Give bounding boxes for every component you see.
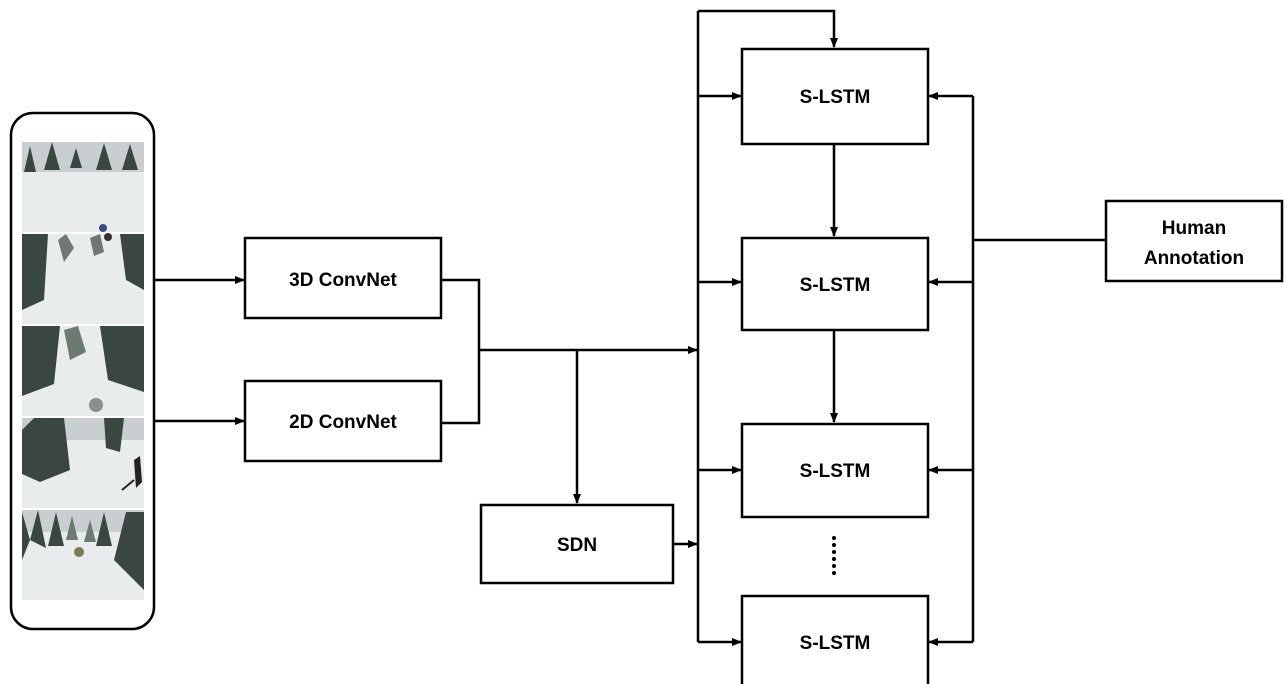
video-frame: [22, 233, 144, 324]
node-human-annotation: Human Annotation: [1104, 199, 1284, 283]
label-human: Human: [1162, 218, 1226, 239]
video-frame: [22, 418, 144, 508]
label-3d-convnet: 3D ConvNet: [289, 270, 397, 291]
ellipsis-dots: [832, 536, 836, 575]
arrow-bus-to-top: [698, 9, 838, 48]
video-frame: [22, 142, 144, 232]
node-2d-convnet: 2D ConvNet: [243, 379, 443, 463]
node-s-lstm-2: S-LSTM: [740, 236, 930, 332]
video-frame: [22, 510, 144, 600]
merge-bracket: [441, 278, 481, 425]
video-frames-panel: [9, 111, 156, 631]
node-sdn: SDN: [479, 503, 675, 585]
label-s-lstm-2: S-LSTM: [800, 275, 871, 296]
label-s-lstm-1: S-LSTM: [800, 87, 871, 108]
label-annotation: Annotation: [1144, 248, 1244, 269]
node-s-lstm-3: S-LSTM: [740, 422, 930, 519]
label-s-lstm-3: S-LSTM: [800, 461, 871, 482]
label-s-lstm-4: S-LSTM: [800, 633, 871, 654]
label-2d-convnet: 2D ConvNet: [289, 412, 397, 433]
node-s-lstm-1: S-LSTM: [740, 47, 930, 146]
s-lstm-4-frame: [740, 594, 930, 684]
label-sdn: SDN: [557, 535, 597, 556]
node-s-lstm-4: S-LSTM: [740, 594, 930, 684]
video-frame: [22, 326, 144, 416]
connectors: [154, 9, 1106, 646]
node-3d-convnet: 3D ConvNet: [243, 236, 443, 320]
